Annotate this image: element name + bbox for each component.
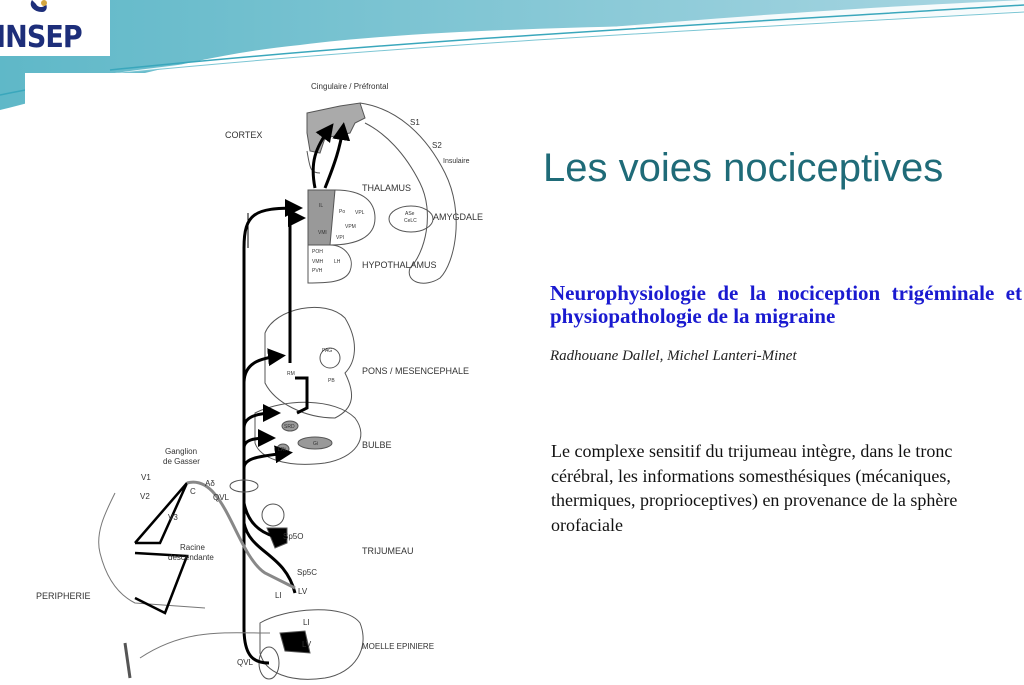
label-amygdale: AMYGDALE [433, 212, 484, 222]
label-srd: SRD [284, 424, 295, 430]
label-s1: S1 [410, 118, 420, 127]
label-ase: ASe [405, 211, 415, 217]
label-vpl: VPL [355, 210, 365, 216]
label-rm: RM [287, 371, 295, 377]
label-v1: V1 [141, 473, 151, 482]
label-adelta: Aδ [205, 479, 215, 488]
label-il: IL [319, 203, 324, 209]
label-pag: PAG [322, 348, 333, 354]
label-de-gasser: de Gasser [163, 457, 200, 466]
label-cingulaire: Cingulaire / Préfrontal [311, 82, 389, 91]
label-vmi: VMl [318, 230, 327, 236]
label-sp5c: Sp5C [297, 568, 318, 577]
reference-authors: Radhouane Dallel, Michel Lanteri-Minet [550, 348, 797, 364]
label-s2: S2 [432, 141, 442, 150]
diagram-drawing [98, 102, 457, 680]
label-pb: PB [328, 378, 335, 384]
slide-title: Les voies nociceptives [543, 146, 944, 190]
label-pvh: PVH [312, 268, 323, 274]
reference-title: Neurophysiologie de la nociception trigé… [550, 281, 1022, 328]
label-li-bottom: LI [303, 618, 310, 627]
label-poh: POH [312, 249, 323, 255]
label-sp5o: Sp5O [283, 532, 304, 541]
label-celc: CeLC [404, 218, 417, 224]
label-lv-top: LV [298, 587, 308, 596]
label-racine: Racine [180, 543, 205, 552]
label-v3: V3 [168, 513, 178, 522]
label-vmh: VMH [312, 259, 324, 265]
label-hypothalamus: HYPOTHALAMUS [362, 260, 437, 270]
label-ganglion: Ganglion [165, 447, 198, 456]
label-bulbe: BULBE [362, 440, 392, 450]
rooster-icon [30, 0, 47, 12]
label-c: C [190, 487, 196, 496]
label-peripherie: PERIPHERIE [36, 591, 91, 601]
label-trijumeau: TRIJUMEAU [362, 546, 414, 556]
label-cortex: CORTEX [225, 130, 263, 140]
label-lrt: LRt [278, 447, 286, 453]
label-qvl-top: QVL [213, 493, 230, 502]
label-descendante: descendante [168, 553, 214, 562]
label-qvl-bottom: QVL [237, 658, 254, 667]
insep-logo: INSEP [0, 0, 110, 56]
label-insulaire: Insulaire [443, 158, 470, 165]
label-po: Po [339, 209, 346, 215]
nociceptive-pathways-diagram: Cingulaire / Préfrontal CORTEX S1 S2 Ins… [25, 73, 542, 685]
body-paragraph: Le complexe sensitif du trijumeau intègr… [551, 441, 958, 535]
label-moelle-epiniere: MOELLE EPINIERE [362, 642, 435, 651]
label-pons: PONS / MESENCEPHALE [362, 366, 470, 376]
label-vpi: VPI [336, 235, 345, 241]
label-lv-bottom: LV [302, 640, 312, 649]
logo-text: INSEP [0, 20, 83, 55]
label-thalamus: THALAMUS [362, 183, 412, 193]
label-v2: V2 [140, 492, 150, 501]
reference-block: Neurophysiologie de la nociception trigé… [540, 272, 1024, 372]
label-vpm: VPM [345, 224, 356, 230]
label-lh: LH [334, 259, 341, 265]
label-li-top: LI [275, 591, 282, 600]
label-gi: Gi [313, 441, 318, 447]
